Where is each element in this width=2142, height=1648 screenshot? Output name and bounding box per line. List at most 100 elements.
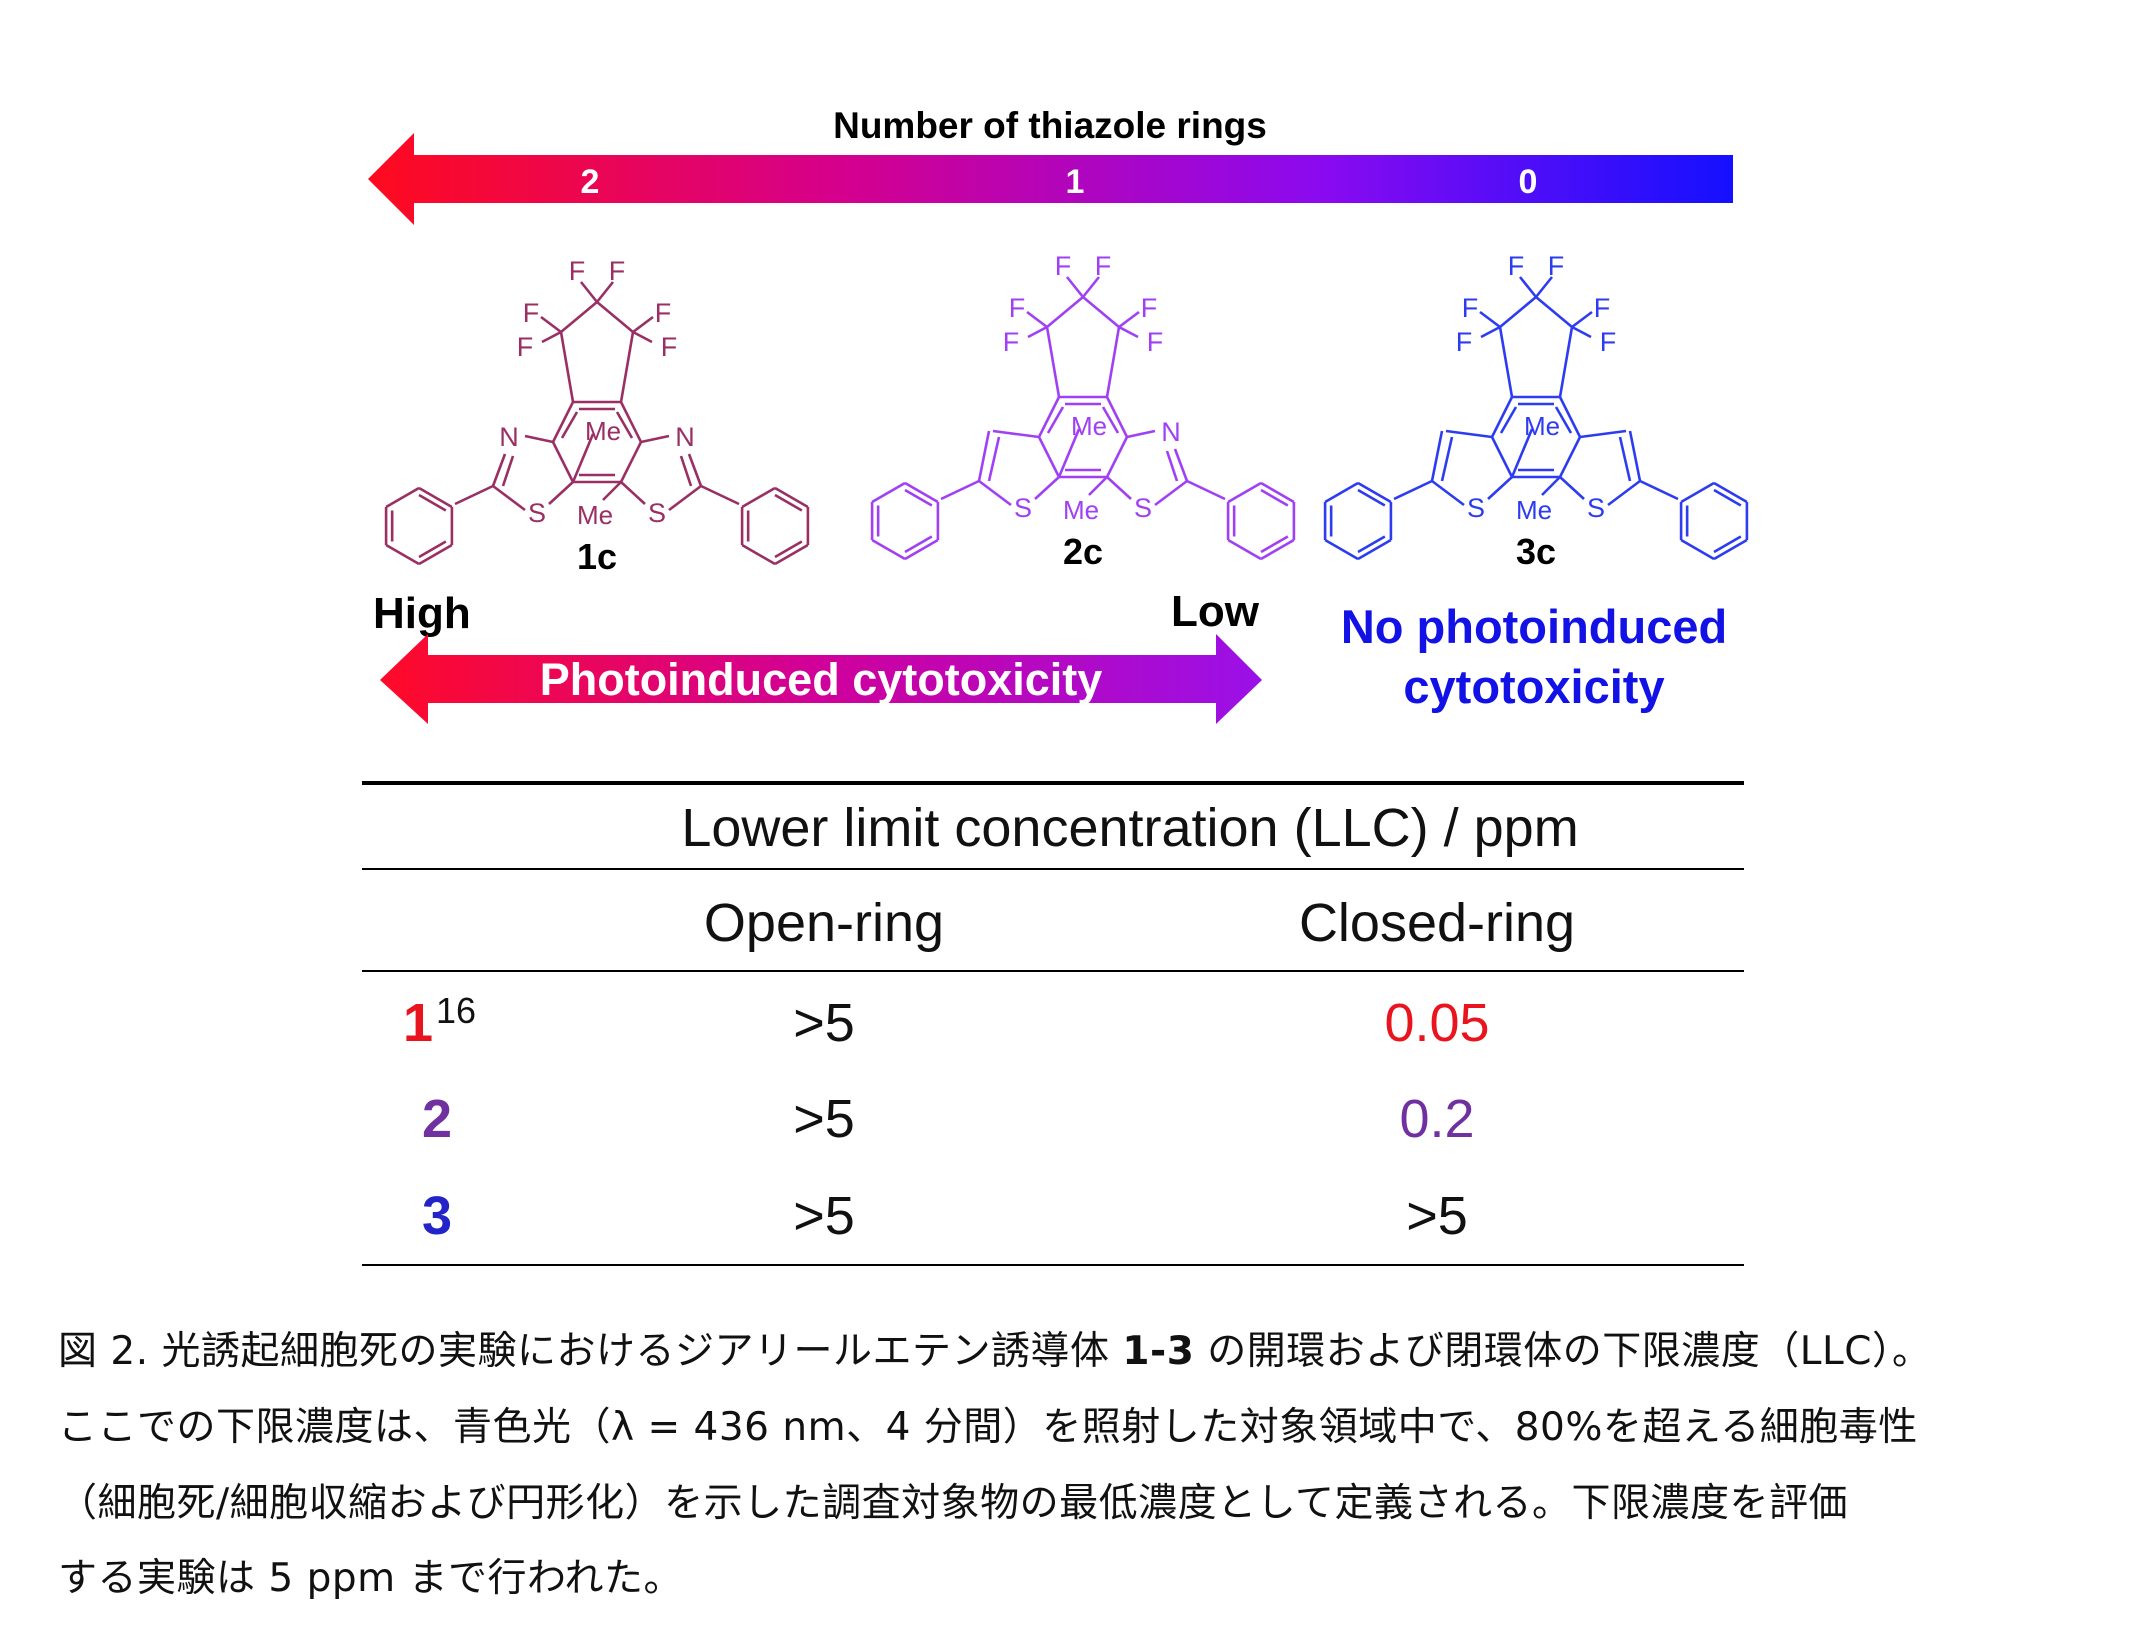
thiazole-label-0: 0 — [1519, 163, 1538, 201]
bond — [619, 331, 635, 403]
bond — [1571, 310, 1593, 329]
bond — [978, 479, 1012, 507]
bond — [1118, 325, 1139, 339]
bond — [774, 493, 803, 512]
table-bottom-rule — [362, 1264, 1744, 1266]
methyl-label: Me — [1071, 411, 1107, 441]
table-header: Lower limit concentration (LLC) / ppm — [681, 798, 1579, 858]
bond — [700, 484, 740, 506]
bond — [1558, 436, 1582, 478]
bond — [1324, 481, 1359, 504]
bond — [1479, 310, 1501, 329]
bond — [668, 484, 702, 512]
bond — [1713, 488, 1742, 507]
caption-compound-range: 1-3 — [1122, 1329, 1195, 1374]
bond — [1357, 535, 1386, 554]
bond — [541, 330, 562, 344]
table-top-rule — [362, 781, 1744, 785]
bond — [551, 401, 575, 443]
bond — [1518, 276, 1538, 298]
bond — [1260, 481, 1295, 504]
sulfur-label: S — [1014, 493, 1032, 523]
cytotoxicity-arrow-label: Photoinduced cytotoxicity — [540, 654, 1103, 705]
bond — [1045, 326, 1061, 398]
thiazole-label-2: 2 — [581, 163, 600, 201]
no-cytotoxicity-line1: No photoinduced — [1341, 600, 1727, 653]
bond — [1445, 429, 1493, 439]
bond — [1046, 406, 1065, 434]
bond — [1480, 325, 1501, 339]
bond — [1534, 276, 1554, 298]
high-label: High — [373, 589, 471, 638]
low-label: Low — [1171, 587, 1260, 636]
sulfur-label: S — [1587, 493, 1605, 523]
bond — [1126, 429, 1156, 439]
bond — [1357, 481, 1392, 504]
bond — [1639, 479, 1679, 501]
compound-label: 2 — [421, 1089, 453, 1149]
compound-id-label: 3c — [1516, 531, 1556, 572]
nitrogen-label: N — [499, 422, 519, 452]
bond — [904, 538, 939, 561]
caption-text: の開環および閉環体の下限濃度（LLC）。 — [1194, 1329, 1932, 1374]
bond — [595, 281, 615, 303]
bond — [1558, 396, 1582, 438]
table-rule — [362, 868, 1744, 870]
bond — [1713, 538, 1748, 561]
bond — [602, 481, 622, 501]
bond — [560, 301, 598, 333]
fluorine-label: F — [1548, 251, 1565, 281]
bond — [1101, 406, 1120, 434]
methyl-label: Me — [585, 416, 621, 446]
fluorine-label: F — [569, 256, 586, 286]
bond — [615, 411, 634, 439]
caption-line: ここでの下限濃度は、青色光（λ = 436 nm、4 分間）を照射した対象領域中… — [58, 1405, 1918, 1450]
bond — [1490, 396, 1514, 438]
caption-line: する実験は 5 ppm まで行われた。 — [58, 1556, 684, 1601]
bond — [977, 430, 991, 482]
column-open-ring: Open-ring — [703, 893, 945, 953]
bond — [1558, 326, 1574, 398]
bond — [987, 436, 1001, 482]
bond — [1607, 479, 1641, 507]
methyl-label: Me — [1516, 495, 1552, 525]
bond — [1430, 430, 1444, 482]
bond — [1559, 476, 1585, 500]
bond — [1260, 538, 1295, 561]
bond — [418, 543, 453, 566]
bond — [1393, 479, 1433, 501]
bond — [385, 543, 420, 566]
methyl-label: Me — [577, 500, 613, 530]
bond — [1499, 296, 1537, 328]
bond — [1680, 538, 1715, 561]
sulfur-label: S — [648, 498, 666, 528]
closed-ring-value: 0.05 — [1384, 993, 1490, 1053]
bond — [1440, 436, 1454, 482]
bond — [640, 434, 670, 444]
thiazole-count-arrow — [368, 133, 1733, 225]
bond — [1037, 436, 1061, 478]
open-ring-value: >5 — [793, 993, 855, 1053]
methyl-label: Me — [1524, 411, 1560, 441]
bond — [524, 434, 554, 444]
bond — [774, 543, 809, 566]
fluorine-label: F — [609, 256, 626, 286]
compound-label: 3 — [421, 1186, 453, 1246]
fluorine-label: F — [517, 332, 534, 362]
fluorine-label: F — [661, 332, 678, 362]
bond — [1154, 479, 1188, 507]
closed-ring-value: >5 — [1406, 1186, 1468, 1246]
bond — [1105, 326, 1121, 398]
bond — [1165, 450, 1179, 482]
caption-text: 図 2. 光誘起細胞死の実験におけるジアリールエテン誘導体 — [58, 1329, 1123, 1374]
bond — [620, 481, 646, 505]
bond — [1260, 488, 1289, 507]
bond — [1057, 428, 1081, 478]
bond — [1027, 325, 1048, 339]
sulfur-label: S — [528, 498, 546, 528]
bond — [501, 455, 515, 487]
methyl-label: Me — [1063, 495, 1099, 525]
bond — [1081, 276, 1101, 298]
